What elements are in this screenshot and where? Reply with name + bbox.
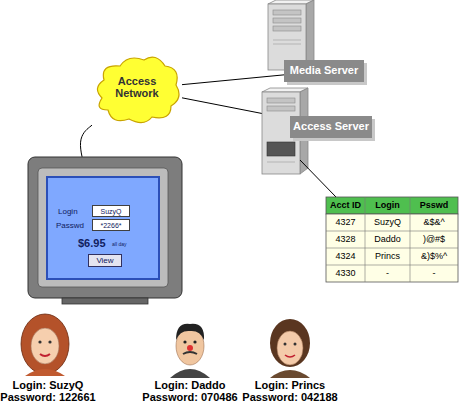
table-rule bbox=[410, 197, 411, 282]
table-header: Login bbox=[365, 201, 410, 210]
face bbox=[31, 328, 59, 364]
node-text: Access Server bbox=[290, 121, 372, 133]
user-credential: Login: Princs bbox=[230, 380, 350, 391]
user-credential: Password: 042188 bbox=[230, 392, 350, 402]
tv-screen: LoginPasswd $6.95 all day SuzyQ *2266* View bbox=[46, 176, 160, 280]
eye bbox=[284, 343, 287, 346]
table-rule bbox=[326, 265, 458, 266]
drive-bay bbox=[273, 18, 301, 23]
eye bbox=[193, 340, 196, 343]
node-text: all day bbox=[112, 242, 126, 247]
eye bbox=[48, 340, 51, 343]
user-credential: Login: Daddo bbox=[130, 380, 250, 391]
drive-bay bbox=[267, 98, 295, 103]
network-cloud: Access Network bbox=[92, 52, 182, 126]
user-princs bbox=[270, 319, 310, 378]
password-field: *2266* bbox=[92, 219, 130, 231]
table-cell: &)$%^ bbox=[410, 252, 458, 261]
hair bbox=[21, 314, 69, 374]
table-header-row bbox=[326, 197, 458, 214]
table-header: Psswd bbox=[410, 201, 458, 210]
table-cell: Princs bbox=[365, 252, 410, 261]
table-cell: 4327 bbox=[326, 218, 365, 227]
server-label: Media Server bbox=[284, 60, 364, 82]
view-button: View bbox=[88, 254, 122, 267]
table-header: Acct ID bbox=[326, 201, 365, 210]
drive-bay bbox=[273, 26, 301, 31]
node-text: Access Network bbox=[106, 76, 168, 99]
vent-line bbox=[273, 44, 301, 45]
hair bbox=[270, 319, 310, 367]
lips bbox=[285, 355, 295, 357]
node-text: $6.95 bbox=[78, 238, 106, 250]
database-wire bbox=[300, 160, 336, 197]
user-suzyq bbox=[21, 314, 69, 376]
account-table bbox=[326, 197, 458, 282]
node-text: Login bbox=[58, 208, 78, 216]
tv-monitor bbox=[28, 157, 182, 304]
table-rule bbox=[365, 197, 366, 282]
user-credential: Login: SuzyQ bbox=[0, 380, 108, 391]
table-rule bbox=[326, 248, 458, 249]
table-cell: 4324 bbox=[326, 252, 365, 261]
node-text: View bbox=[89, 257, 121, 265]
table-body bbox=[326, 214, 458, 282]
table-cell: Daddo bbox=[365, 235, 410, 244]
drive-bay bbox=[267, 106, 295, 111]
node-text: Passwd bbox=[56, 222, 84, 230]
monitor-casing bbox=[28, 157, 182, 298]
eye bbox=[294, 343, 297, 346]
server-label: Access Server bbox=[290, 116, 372, 138]
mustache bbox=[183, 352, 197, 354]
user-credential: Password: 122661 bbox=[0, 392, 108, 402]
eye bbox=[183, 340, 186, 343]
table-rule bbox=[326, 231, 458, 232]
shoulders bbox=[170, 369, 210, 378]
network-link bbox=[182, 75, 284, 85]
table-cell: SuzyQ bbox=[365, 218, 410, 227]
node-text: *2266* bbox=[93, 222, 129, 229]
monitor-bezel bbox=[38, 168, 168, 287]
table-cell: - bbox=[365, 269, 410, 278]
node-text: SuzyQ bbox=[93, 208, 129, 215]
monitor-stand bbox=[62, 298, 148, 304]
login-field: SuzyQ bbox=[92, 205, 130, 217]
vent-line bbox=[273, 40, 301, 41]
user-credential: Password: 070486 bbox=[130, 392, 250, 402]
open-panel bbox=[267, 142, 295, 156]
lips bbox=[40, 354, 50, 356]
nose bbox=[187, 345, 193, 351]
table-cell: 4328 bbox=[326, 235, 365, 244]
hair bbox=[176, 324, 204, 340]
shoulders bbox=[25, 369, 65, 376]
face bbox=[277, 331, 303, 365]
table-cell: 4330 bbox=[326, 269, 365, 278]
table-cell: )@#$ bbox=[410, 235, 458, 244]
table-cell: &$&^ bbox=[410, 218, 458, 227]
eye bbox=[38, 340, 41, 343]
node-text: Media Server bbox=[284, 65, 364, 77]
cloud-shape bbox=[97, 57, 179, 122]
user-daddo bbox=[170, 324, 210, 378]
table-cell: - bbox=[410, 269, 458, 278]
shoulders bbox=[270, 370, 310, 378]
vent-line bbox=[267, 162, 295, 163]
drive-bay bbox=[273, 10, 301, 15]
